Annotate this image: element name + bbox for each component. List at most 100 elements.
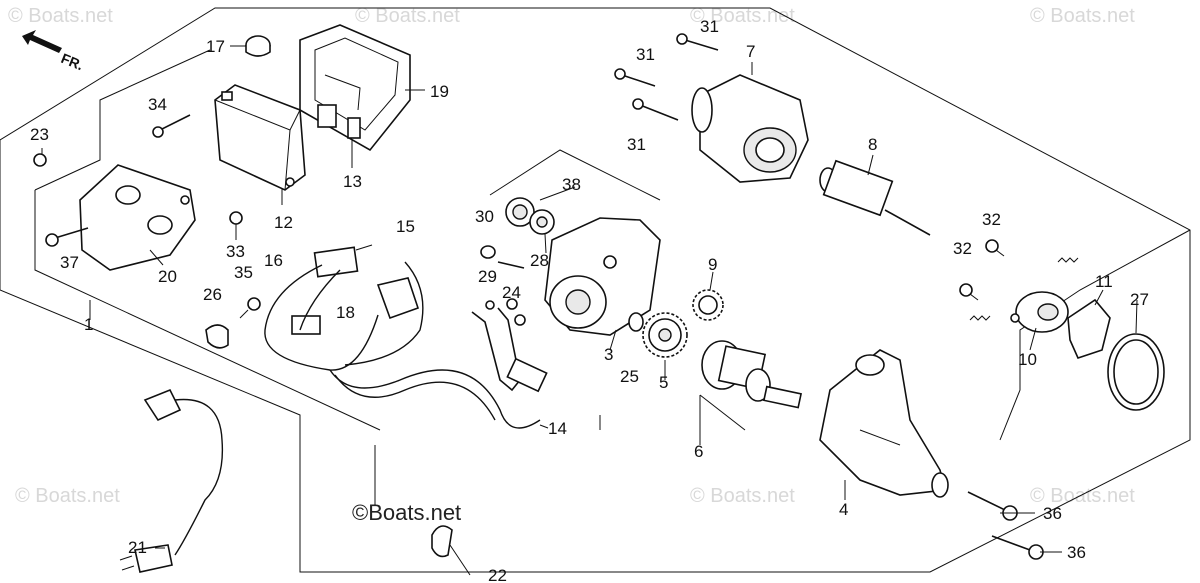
- part-19-cover: [299, 24, 411, 152]
- part-38-bearing: [505, 197, 535, 227]
- callout-27: 27: [1130, 290, 1149, 309]
- part-3-end-cover: [544, 217, 661, 336]
- callout-31-mid: 31: [636, 45, 655, 64]
- callout-34: 34: [148, 95, 167, 114]
- part-27-o-ring: [1107, 333, 1165, 411]
- bracket-outline: [489, 149, 661, 201]
- watermark: © Boats.net: [355, 5, 460, 27]
- part-7-yoke: [691, 74, 809, 183]
- part-36-bolt: [967, 491, 1018, 521]
- part-5-gear: [642, 312, 688, 358]
- part-30-cap: [480, 245, 496, 259]
- part-20-bracket: [79, 164, 196, 271]
- callout-5: 5: [659, 373, 668, 392]
- callout-25: 25: [620, 367, 639, 386]
- watermark: © Boats.net: [690, 5, 795, 27]
- part-11-brush-plate: [1067, 298, 1111, 359]
- part-9-gear: [692, 289, 724, 321]
- callout-11: 11: [1095, 272, 1113, 291]
- part-26-clamp: [205, 324, 229, 349]
- part-31-screw: [614, 68, 656, 87]
- part-31-screw: [676, 33, 719, 51]
- callout-24: 24: [502, 283, 521, 302]
- callout-10: 10: [1018, 350, 1037, 369]
- callout-1: 1: [84, 315, 93, 334]
- wiring-harness: [264, 264, 379, 371]
- leader-lines: [89, 154, 1138, 576]
- part-12-control-unit: [214, 84, 306, 191]
- watermark: © Boats.net: [1030, 485, 1135, 507]
- callout-15: 15: [396, 217, 415, 236]
- subassembly-outline: [999, 229, 1191, 441]
- callout-28: 28: [530, 251, 549, 270]
- callout-16: 16: [264, 251, 283, 270]
- callout-37: 37: [60, 253, 79, 272]
- part-37-bolt: [45, 227, 89, 247]
- callout-31-low: 31: [627, 135, 646, 154]
- callout-38: 38: [562, 175, 581, 194]
- part-4-starter-housing: [819, 349, 949, 498]
- callout-23: 23: [30, 125, 49, 144]
- callout-26: 26: [203, 285, 222, 304]
- part-17-cap-nut: [245, 35, 271, 57]
- part-10-brush-holder: [1010, 291, 1069, 333]
- callout-21: 21: [128, 538, 147, 557]
- watermark: © Boats.net: [8, 5, 113, 27]
- part-18-connector: [291, 315, 321, 335]
- subassembly-outline: [34, 49, 211, 191]
- part-32-screw: [959, 283, 979, 301]
- callout-18: 18: [336, 303, 355, 322]
- callout-7: 7: [746, 42, 755, 61]
- callout-9: 9: [708, 255, 717, 274]
- callout-13: 13: [343, 172, 362, 191]
- callout-19: 19: [430, 82, 449, 101]
- callout-35: 35: [234, 263, 253, 282]
- part-8-armature: [819, 159, 931, 236]
- brush-spring: [969, 257, 1079, 321]
- callout-33: 33: [226, 242, 245, 261]
- assembly-outline: [0, 7, 1191, 573]
- part-32-screw: [985, 239, 1005, 257]
- watermark: © Boats.net: [1030, 5, 1135, 27]
- part-35-screw: [239, 297, 261, 319]
- part-28-oil-seal: [529, 209, 555, 235]
- callout-29: 29: [478, 267, 497, 286]
- callout-3: 3: [604, 345, 613, 364]
- watermark: © Boats.net: [15, 485, 120, 507]
- part-33-screw: [229, 211, 243, 240]
- callout-12: 12: [274, 213, 293, 232]
- callout-4: 4: [839, 500, 848, 519]
- part-15-relay: [376, 277, 420, 320]
- part-36-bolt: [991, 535, 1044, 560]
- part-14-battery-cable: [471, 300, 548, 393]
- callout-14: 14: [548, 419, 567, 438]
- callout-32-lower: 32: [953, 239, 972, 258]
- callout-17: 17: [206, 37, 225, 56]
- callout-31-top: 31: [700, 17, 719, 36]
- callout-32-upper: 32: [982, 210, 1001, 229]
- callout-36-lower: 36: [1067, 543, 1086, 562]
- callout-8: 8: [868, 135, 877, 154]
- callout-36-upper: 36: [1043, 504, 1062, 523]
- callout-22: 22: [488, 566, 507, 583]
- copyright-mark: ©Boats.net: [352, 500, 461, 525]
- part-6-starter-drive: [701, 340, 803, 409]
- callout-30: 30: [475, 207, 494, 226]
- subassembly-outline: [34, 190, 381, 431]
- part-34-screw: [152, 114, 191, 138]
- part-25-washer: [628, 312, 644, 332]
- part-23-bolt: [33, 148, 47, 167]
- part-31-screw: [632, 98, 679, 121]
- watermark: © Boats.net: [690, 485, 795, 507]
- part-29-screw: [497, 261, 525, 269]
- callout-6: 6: [694, 442, 703, 461]
- part-24-washer: [506, 298, 518, 310]
- callout-20: 20: [158, 267, 177, 286]
- front-label: FR.: [59, 50, 86, 73]
- part-22-clip: [431, 525, 453, 558]
- part-16-switch: [313, 244, 373, 278]
- front-direction-arrow-icon: [22, 30, 62, 53]
- part-21-power-cord: [119, 388, 224, 573]
